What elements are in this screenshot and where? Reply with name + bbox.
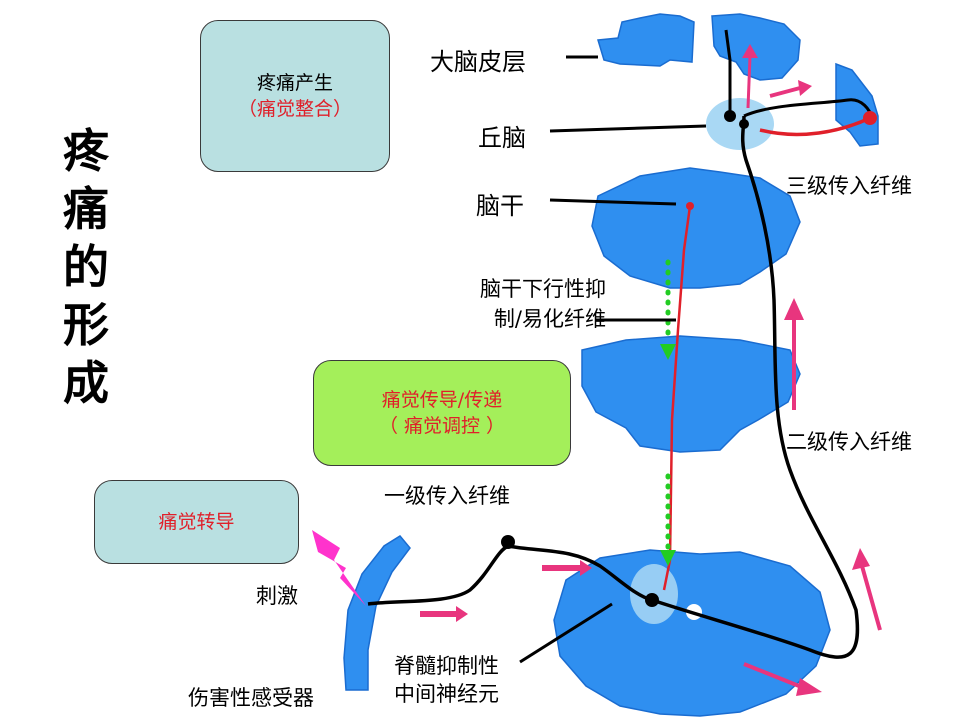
title-char: 成 xyxy=(63,356,109,410)
label-brainstem: 脑干 xyxy=(476,192,524,220)
title-char: 的 xyxy=(63,240,109,294)
first-order-node xyxy=(501,535,515,549)
dorsal-horn-node xyxy=(645,593,659,607)
cortical-projection xyxy=(724,29,732,120)
descending-fiber xyxy=(662,205,692,591)
spinal-cord-shape xyxy=(553,549,831,717)
thalamus-loop xyxy=(759,116,871,137)
label-thalamus: 丘脑 xyxy=(478,124,526,152)
title-vertical: 疼 痛 的 形 成 xyxy=(50,122,122,412)
cerebral-cortex xyxy=(597,13,879,147)
label-interneuron: 脊髓抑制性 中间神经元 xyxy=(394,652,499,708)
third-order-fiber xyxy=(743,98,874,119)
label-stimulus: 刺激 xyxy=(256,584,298,608)
thalamus-node xyxy=(724,110,736,122)
label-interneuron-line2: 中间神经元 xyxy=(394,682,499,706)
pain-generation-label: 疼痛产生 xyxy=(256,72,333,94)
pain-modulation-label: （ 痛觉调控 ） xyxy=(378,415,506,437)
stimulus-bolt xyxy=(312,530,366,606)
arrow-second-order-low xyxy=(860,565,882,631)
pain-transduction-box: 痛觉转导 xyxy=(94,480,299,564)
second-order-fiber xyxy=(651,115,860,659)
label-descending-fiber: 脑干下行性抑 制/易化纤维 xyxy=(424,274,606,334)
pons-shape xyxy=(581,335,801,453)
pain-transduction-label: 痛觉转导 xyxy=(158,511,235,533)
pain-generation-box: 疼痛产生 （痛觉整合） xyxy=(200,20,390,172)
leader-lines xyxy=(519,55,707,664)
label-second-order-fiber: 二级传入纤维 xyxy=(786,430,912,454)
label-third-order-fiber: 三级传入纤维 xyxy=(786,174,912,198)
label-nociceptor: 伤害性感受器 xyxy=(188,686,314,710)
skin-receptor xyxy=(343,535,411,691)
title-char: 痛 xyxy=(63,182,109,236)
label-descending-line2: 制/易化纤维 xyxy=(493,307,606,331)
inhibition-arrow-upper xyxy=(660,344,676,360)
thalamus-node-2 xyxy=(739,119,749,129)
inhibition-arrow-lower xyxy=(660,550,676,566)
flow-arrows xyxy=(420,44,882,696)
label-descending-line1: 脑干下行性抑 xyxy=(480,277,606,301)
title-char: 疼 xyxy=(63,124,109,178)
cortex-node xyxy=(863,111,877,125)
arrow-cortex xyxy=(746,55,752,109)
brainstem-shape xyxy=(591,167,801,289)
title-char: 形 xyxy=(63,298,109,352)
arrow-bottom xyxy=(743,662,805,690)
arrow-third-order xyxy=(769,86,801,98)
pain-integration-label: （痛觉整合） xyxy=(237,98,352,120)
label-cerebral-cortex: 大脑皮层 xyxy=(430,48,526,76)
pain-transmission-box: 痛觉传导/传递 （ 痛觉调控 ） xyxy=(313,360,571,466)
label-first-order-fiber: 一级传入纤维 xyxy=(384,484,510,508)
brainstem-node xyxy=(686,202,694,210)
label-interneuron-line1: 脊髓抑制性 xyxy=(394,654,499,678)
pain-transmission-label: 痛觉传导/传递 xyxy=(381,389,503,411)
